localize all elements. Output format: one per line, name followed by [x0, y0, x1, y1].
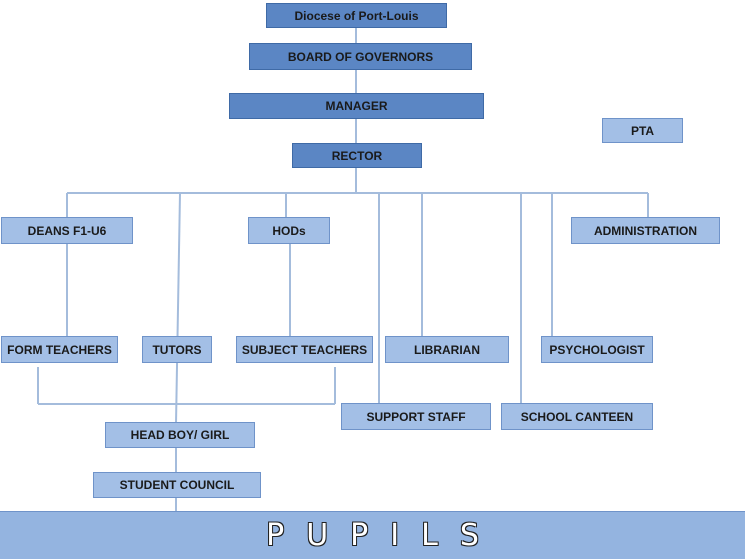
school-canteen-label: SCHOOL CANTEEN [520, 409, 634, 424]
head-boy-girl-label: HEAD BOY/ GIRL [130, 428, 230, 442]
tutors-label: TUTORS [152, 342, 202, 357]
support-staff-label: SUPPORT STAFF [366, 409, 466, 424]
rector-label: RECTOR [331, 148, 383, 163]
hods-label: HODs [272, 223, 306, 238]
hods-box: HODs [248, 217, 330, 244]
manager-box: MANAGER [229, 93, 484, 119]
pupils-banner: PUPILS [0, 511, 745, 559]
board-of-governors-box: BOARD OF GOVERNORS [249, 43, 472, 70]
psychologist-box: PSYCHOLOGIST [541, 336, 653, 363]
deans-label: DEANS F1-U6 [27, 223, 107, 238]
administration-box: ADMINISTRATION [571, 217, 720, 244]
pta-box: PTA [602, 118, 683, 143]
school-canteen-box: SCHOOL CANTEEN [501, 403, 653, 430]
board-label: BOARD OF GOVERNORS [287, 49, 434, 64]
diocese-box: Diocese of Port-Louis [266, 3, 447, 28]
diocese-label: Diocese of Port-Louis [294, 8, 419, 23]
deans-box: DEANS F1-U6 [1, 217, 133, 244]
student-council-label: STUDENT COUNCIL [119, 478, 235, 492]
librarian-box: LIBRARIAN [385, 336, 509, 363]
subject-teachers-box: SUBJECT TEACHERS [236, 336, 373, 363]
head-boy-girl-box: HEAD BOY/ GIRL [105, 422, 255, 448]
form-teachers-box: FORM TEACHERS [1, 336, 118, 363]
student-council-box: STUDENT COUNCIL [93, 472, 261, 498]
psychologist-label: PSYCHOLOGIST [549, 342, 645, 357]
pupils-label: PUPILS [266, 518, 501, 553]
subject-teachers-label: SUBJECT TEACHERS [241, 342, 368, 357]
manager-label: MANAGER [325, 99, 388, 113]
rector-box: RECTOR [292, 143, 422, 168]
librarian-label: LIBRARIAN [414, 342, 480, 357]
pta-label: PTA [630, 123, 655, 138]
form-teachers-label: FORM TEACHERS [7, 342, 112, 357]
support-staff-box: SUPPORT STAFF [341, 403, 491, 430]
administration-label: ADMINISTRATION [593, 223, 698, 238]
tutors-box: TUTORS [142, 336, 212, 363]
